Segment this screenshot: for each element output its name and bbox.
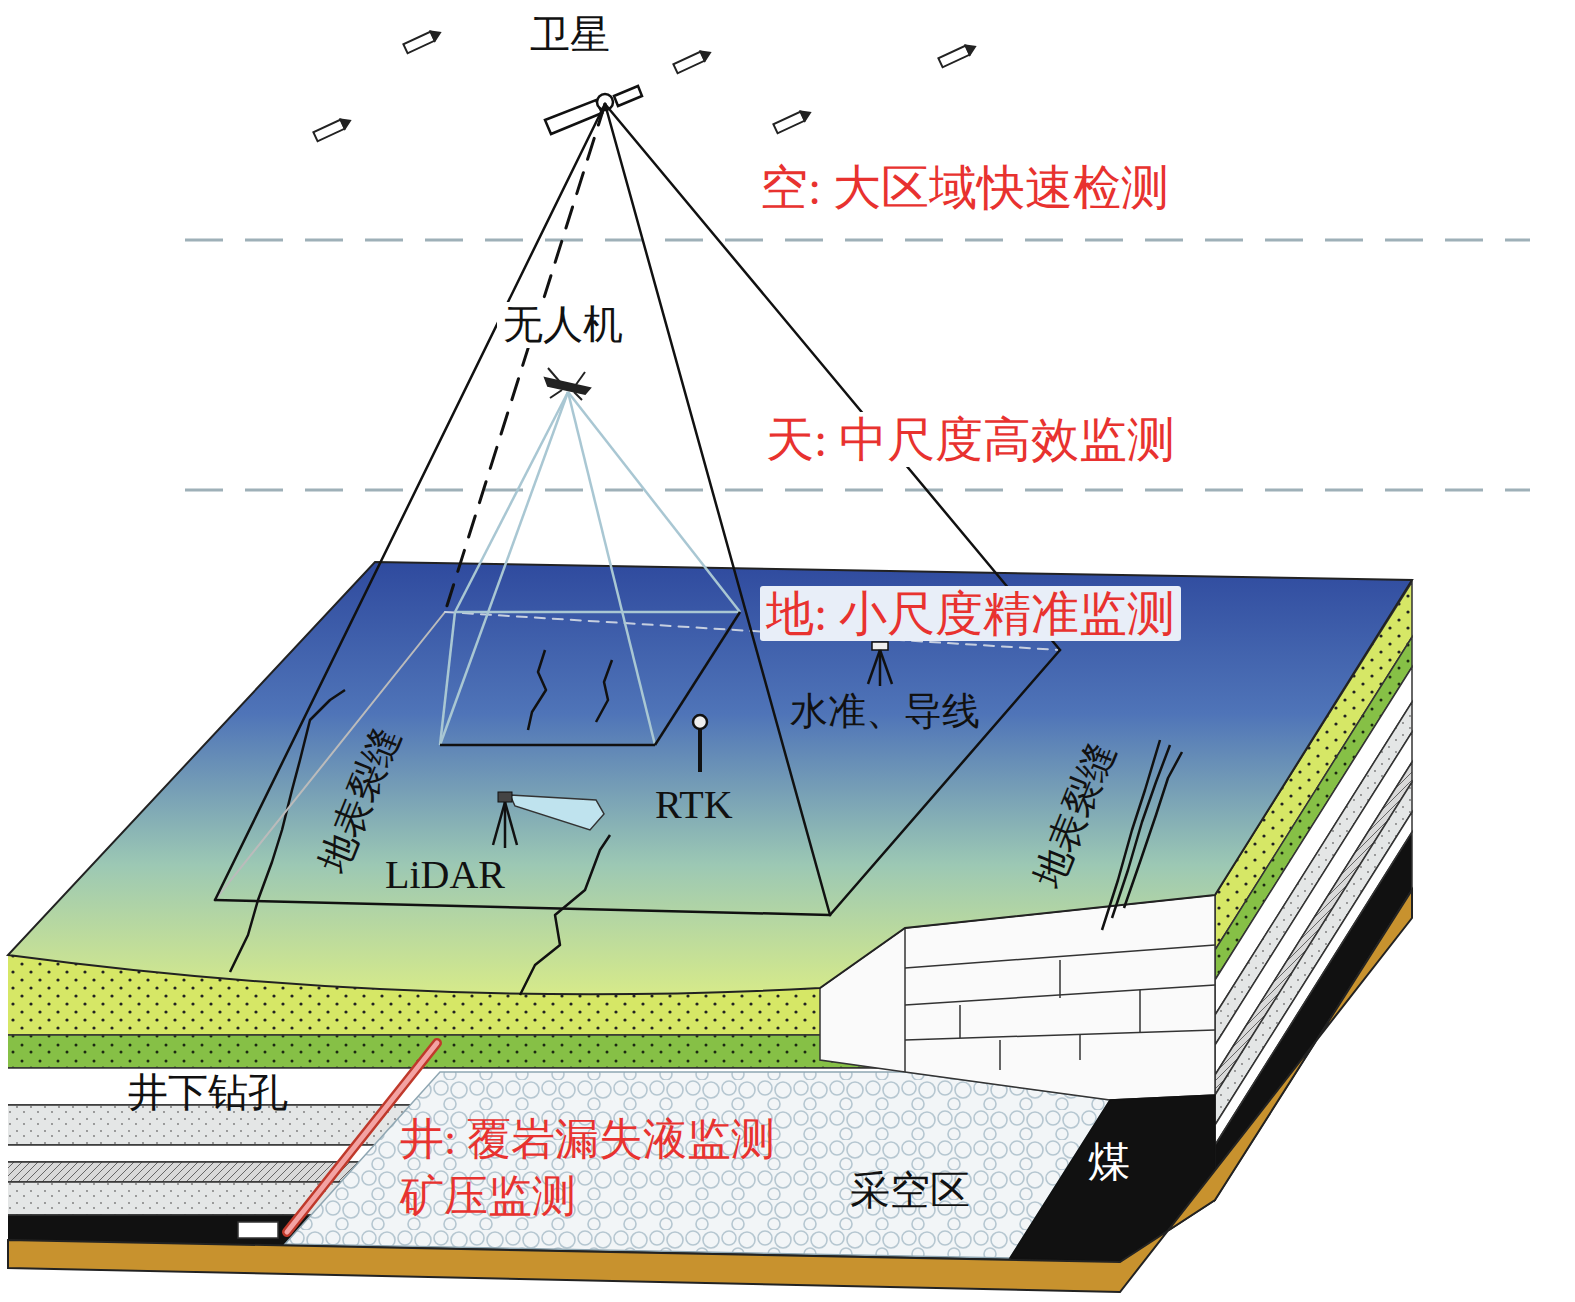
illustration-line	[959, 1005, 961, 1038]
illustration-line	[440, 744, 655, 747]
illustration-rect	[238, 1222, 278, 1238]
illustration-line	[493, 802, 505, 845]
illustration-rect	[498, 792, 512, 802]
illustration-line	[445, 104, 605, 612]
illustration-line	[698, 728, 702, 772]
tier-label: 空: 大区域快速检测	[760, 160, 1169, 215]
illustration-g	[673, 48, 712, 73]
illustration-g	[313, 116, 352, 141]
illustration-line	[440, 392, 568, 745]
illustration-circle	[693, 715, 707, 729]
illustration-line	[455, 392, 568, 612]
goaf-label: 采空区	[850, 1168, 970, 1214]
illustration-line	[868, 650, 880, 684]
illustration-line	[574, 392, 582, 400]
illustration-line	[904, 928, 906, 1072]
illustration-path	[801, 108, 812, 120]
tier-label: 井: 覆岩漏失液监测	[400, 1115, 775, 1166]
illustration-rect	[403, 32, 434, 54]
illustration-rect	[872, 642, 888, 650]
illustration-path	[1112, 745, 1170, 918]
illustration-line	[655, 612, 740, 745]
illustration-line	[1059, 960, 1061, 998]
illustration-path	[341, 116, 352, 128]
illustration-line	[575, 372, 585, 386]
illustration-path	[701, 48, 712, 60]
illustration-line	[1139, 990, 1141, 1032]
illustration-g	[938, 42, 977, 67]
illustration-g	[545, 368, 590, 400]
tier-label: 矿压监测	[400, 1172, 576, 1223]
borehole-label: 井下钻孔	[128, 1070, 288, 1116]
illustration-path	[8, 562, 1412, 994]
illustration-line	[505, 802, 517, 845]
illustration-g	[773, 108, 812, 133]
satellite-label: 卫星	[530, 12, 610, 58]
illustration-path	[966, 42, 977, 54]
illustration-line	[605, 104, 830, 915]
illustration-line	[830, 650, 1060, 915]
illustration-rect	[773, 112, 804, 134]
illustration-path	[431, 28, 442, 40]
illustration-rect	[313, 120, 344, 142]
tier-label: 地: 小尺度精准监测	[760, 586, 1181, 641]
illustration-line	[455, 611, 740, 614]
illustration-line	[185, 239, 1530, 242]
illustration-g	[215, 104, 1060, 915]
illustration-line	[548, 368, 560, 382]
illustration-line	[1079, 1035, 1081, 1060]
tier-label: 天: 中尺度高效监测	[760, 412, 1181, 467]
illustration-polygon	[510, 795, 604, 830]
illustration-path	[1124, 752, 1182, 908]
illustration-line	[568, 392, 655, 745]
uav-label: 无人机	[497, 302, 629, 348]
crack-label: 地表裂缝	[1026, 736, 1123, 893]
illustration-line	[185, 489, 1530, 492]
illustration-g	[440, 392, 740, 745]
illustration-line	[440, 612, 455, 745]
illustration-path	[528, 650, 546, 730]
illustration-path	[596, 660, 612, 722]
instrument-label: 水准、导线	[790, 690, 980, 734]
illustration-g	[403, 28, 442, 53]
instrument-label: LiDAR	[385, 852, 505, 898]
illustration-path	[520, 835, 610, 995]
illustration-polygon	[614, 86, 642, 106]
illustration-line	[568, 392, 740, 612]
illustration-line	[880, 650, 892, 684]
illustration-line	[905, 1030, 1215, 1040]
illustration-polygon	[1215, 812, 1412, 1145]
illustration-g	[868, 650, 892, 686]
illustration-path	[545, 378, 590, 394]
illustration-g	[440, 612, 740, 745]
illustration-line	[550, 390, 562, 398]
illustration-polygon	[1010, 1095, 1215, 1262]
illustration-polygon	[285, 1072, 1110, 1258]
instrument-label: RTK	[655, 782, 733, 828]
illustration-g	[493, 802, 517, 848]
illustration-line	[215, 104, 605, 900]
illustration-rect	[673, 52, 704, 74]
illustration-line	[215, 900, 830, 915]
illustration-line	[999, 1040, 1001, 1070]
illustration-g	[313, 28, 977, 141]
illustration-rect	[938, 46, 969, 68]
coal-label: 煤	[1088, 1138, 1130, 1186]
